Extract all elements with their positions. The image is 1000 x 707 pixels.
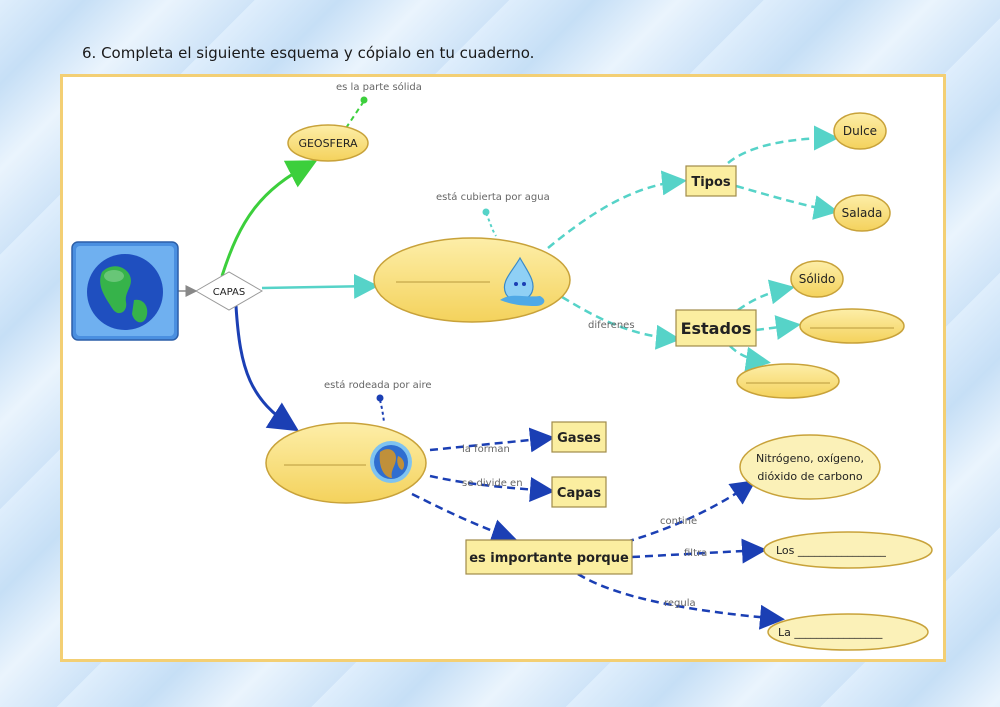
filtra-answer[interactable]: Los ________________ xyxy=(776,544,886,557)
water-drop-icon xyxy=(500,256,545,306)
regula-node[interactable]: La ________________ xyxy=(767,613,929,651)
geosfera-note-link xyxy=(345,100,365,129)
instruction-title: 6. Completa el siguiente esquema y cópia… xyxy=(82,44,535,62)
atmosfera-note-link xyxy=(379,399,385,423)
dulce-label: Dulce xyxy=(843,124,877,138)
estado-blank-node-1[interactable] xyxy=(799,308,905,344)
tipos-to-salada-arrow xyxy=(735,184,839,220)
hidrosfera-note: está cubierta por agua xyxy=(436,191,550,203)
capas-box[interactable]: Capas xyxy=(551,476,607,508)
atmosfera-to-capas-arrow xyxy=(429,474,555,502)
geosfera-note: es la parte sólida xyxy=(336,81,422,93)
estados-box[interactable]: Estados xyxy=(675,309,757,347)
solido-node[interactable]: Sólido xyxy=(790,260,844,298)
hidrosfera-node[interactable] xyxy=(373,237,571,323)
capas-label: CAPAS xyxy=(213,287,245,298)
capas-node[interactable]: CAPAS xyxy=(194,271,264,311)
capas-link-label: se divide en xyxy=(462,478,523,489)
salada-node[interactable]: Salada xyxy=(833,194,891,232)
globe-icon xyxy=(71,241,179,341)
atmosfera-note: está rodeada por aire xyxy=(324,379,432,391)
regula-link-label: regula xyxy=(664,598,696,609)
estados-to-blank1-arrow xyxy=(755,315,801,340)
gases-link-label: la forman xyxy=(462,444,510,455)
solido-label: Sólido xyxy=(799,272,836,286)
filtra-node[interactable]: Los ________________ xyxy=(763,531,933,569)
geosfera-label: GEOSFERA xyxy=(298,137,358,150)
tipos-box[interactable]: Tipos xyxy=(685,165,737,197)
capas-to-atmosfera-arrow xyxy=(234,305,300,432)
importance-to-filtra-arrow xyxy=(631,538,767,564)
capas-to-hidrosfera-arrow xyxy=(261,273,379,299)
connectors xyxy=(178,96,839,630)
tipos-to-dulce-arrow xyxy=(727,125,839,164)
capas-to-geosfera-arrow xyxy=(220,160,318,277)
dulce-node[interactable]: Dulce xyxy=(833,112,887,150)
hidrosfera-note-link xyxy=(485,212,497,237)
atmosfera-to-gases-arrow xyxy=(429,427,555,453)
atmosfera-to-importance-arrow xyxy=(411,492,517,544)
salada-label: Salada xyxy=(842,206,883,220)
estados-to-blank2-arrow xyxy=(729,345,771,372)
filtra-link-label: filtra xyxy=(684,548,707,559)
contiene-link-label: contine xyxy=(660,516,697,527)
estado-blank-node-2[interactable] xyxy=(736,363,840,399)
importance-label: es importante porque xyxy=(469,551,629,566)
gases-list-line-1: Nitrógeno, oxígeno, xyxy=(756,452,864,465)
regula-answer[interactable]: La ________________ xyxy=(778,626,883,639)
hidrosfera-to-tipos-arrow xyxy=(547,170,687,249)
gases-list-line-2: dióxido de carbono xyxy=(757,470,862,483)
capas-box-label: Capas xyxy=(557,486,601,501)
estados-to-solido-arrow xyxy=(737,279,795,312)
estados-link-label: diferenes xyxy=(588,320,635,331)
gases-label: Gases xyxy=(557,431,601,446)
importance-to-gases-list-arrow xyxy=(625,480,757,544)
tipos-label: Tipos xyxy=(691,175,731,190)
hidrosfera-to-estados-arrow xyxy=(561,295,681,350)
gases-list-node[interactable]: Nitrógeno, oxígeno, dióxido de carbono xyxy=(739,434,881,500)
importance-box[interactable]: es importante porque xyxy=(465,539,633,575)
estados-label: Estados xyxy=(681,319,752,338)
earth-icon xyxy=(370,441,412,483)
gases-box[interactable]: Gases xyxy=(551,421,607,453)
importance-to-regula-arrow xyxy=(577,572,785,630)
geosfera-node[interactable]: GEOSFERA xyxy=(287,124,369,162)
